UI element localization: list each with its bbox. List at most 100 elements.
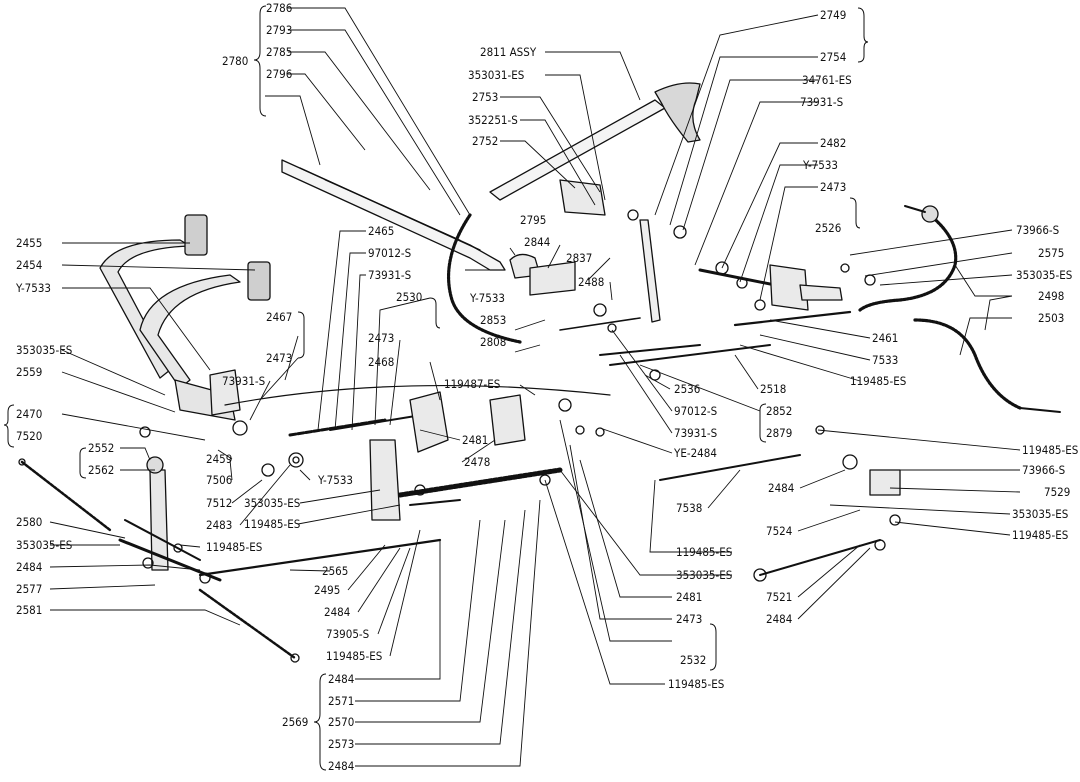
- label-2780: 2780: [222, 54, 248, 68]
- label-2467: 2467: [266, 310, 292, 324]
- label-2795: 2795: [520, 213, 546, 227]
- pedal-assembly: [99, 214, 271, 421]
- label-353035-es-center: 353035-ES: [244, 496, 300, 510]
- label-7538: 7538: [676, 501, 702, 515]
- label-2478: 2478: [464, 455, 490, 469]
- label-2796: 2796: [266, 67, 292, 81]
- label-73905-s: 73905-S: [326, 627, 369, 641]
- handbrake-lever: [281, 159, 506, 271]
- label-2552: 2552: [88, 441, 114, 455]
- label-y-7533-left: Y-7533: [15, 281, 51, 295]
- brake-handle: [489, 82, 701, 201]
- label-2503: 2503: [1038, 311, 1064, 325]
- label-2455: 2455: [16, 236, 42, 250]
- label-2577: 2577: [16, 582, 42, 596]
- label-2498: 2498: [1038, 289, 1064, 303]
- label-353031-es: 353031-ES: [468, 68, 524, 82]
- label-2470: 2470: [16, 407, 42, 421]
- label-2573: 2573: [328, 737, 354, 751]
- label-119485-es-lower-left: 119485-ES: [206, 540, 262, 554]
- label-119485-es-center: 119485-ES: [244, 517, 300, 531]
- label-119485-es-e: 119485-ES: [676, 545, 732, 559]
- brake-cable-right: [858, 213, 958, 312]
- brace-2569: [313, 673, 327, 771]
- label-y-7533-lower: Y-7533: [317, 473, 353, 487]
- label-2559: 2559: [16, 365, 42, 379]
- label-7529: 7529: [1044, 485, 1070, 499]
- label-2570: 2570: [328, 715, 354, 729]
- label-2565: 2565: [322, 564, 348, 578]
- label-2530: 2530: [396, 290, 422, 304]
- label-352251-s: 352251-S: [468, 113, 518, 127]
- label-97012-s-a: 97012-S: [368, 246, 411, 260]
- label-34761-es: 34761-ES: [802, 73, 852, 87]
- label-2488: 2488: [578, 275, 604, 289]
- label-2837: 2837: [566, 251, 592, 265]
- braces: [3, 5, 869, 771]
- brackets: [209, 179, 901, 521]
- label-73931-s-right: 73931-S: [674, 426, 717, 440]
- label-7533: 7533: [872, 353, 898, 367]
- label-y-7533-top: Y-7533: [802, 158, 838, 172]
- part-labels: 2786 2793 2785 2780 2796 2811 ASSY 35303…: [15, 1, 1078, 773]
- label-119485-es-b: 119485-ES: [1022, 443, 1078, 457]
- label-2571: 2571: [328, 694, 354, 708]
- label-2459: 2459: [206, 452, 232, 466]
- label-73931-s-mid: 73931-S: [368, 268, 411, 282]
- label-2808: 2808: [480, 335, 506, 349]
- label-73931-s-top: 73931-S: [800, 95, 843, 109]
- label-7521: 7521: [766, 590, 792, 604]
- brake-cable-lower: [913, 318, 1022, 410]
- label-2518: 2518: [760, 382, 786, 396]
- label-2484-bottom-b: 2484: [328, 759, 354, 773]
- label-353035-es-e: 353035-ES: [676, 568, 732, 582]
- label-2580: 2580: [16, 515, 42, 529]
- brace-2473b: [297, 311, 305, 359]
- brace-2780: [253, 5, 267, 117]
- label-2793: 2793: [266, 23, 292, 37]
- label-2752: 2752: [472, 134, 498, 148]
- label-353035-es-lower-left: 353035-ES: [16, 538, 72, 552]
- label-2481-lower: 2481: [676, 590, 702, 604]
- label-7524: 7524: [766, 524, 792, 538]
- brake-cable-left: [446, 213, 522, 344]
- label-2484-bottom-a: 2484: [328, 672, 354, 686]
- label-2575: 2575: [1038, 246, 1064, 260]
- brace-2470: [3, 404, 15, 448]
- label-7506: 7506: [206, 473, 232, 487]
- label-353035-es-right: 353035-ES: [1016, 268, 1072, 282]
- lower-left-linkage: [20, 456, 442, 660]
- label-2484-center: 2484: [324, 605, 350, 619]
- label-353035-es-lower-right: 353035-ES: [1012, 507, 1068, 521]
- label-y-7533-center: Y-7533: [469, 291, 505, 305]
- label-2461: 2461: [872, 331, 898, 345]
- label-2495: 2495: [314, 583, 340, 597]
- label-2852: 2852: [766, 404, 792, 418]
- label-97012-s-b: 97012-S: [674, 404, 717, 418]
- label-2754: 2754: [820, 50, 846, 64]
- label-119485-es-a: 119485-ES: [850, 374, 906, 388]
- leader-lines: [49, 7, 1021, 767]
- label-2879: 2879: [766, 426, 792, 440]
- label-119487-es: 119487-ES: [444, 377, 500, 391]
- relay-lever: [639, 219, 661, 323]
- brace-2552: [79, 447, 87, 479]
- label-2562: 2562: [88, 463, 114, 477]
- label-2473-center: 2473: [368, 331, 394, 345]
- label-2581: 2581: [16, 603, 42, 617]
- cross-shaft: [224, 384, 611, 406]
- label-119485-es-c: 119485-ES: [1012, 528, 1068, 542]
- label-73966-s-right: 73966-S: [1016, 223, 1059, 237]
- label-2853: 2853: [480, 313, 506, 327]
- label-2482: 2482: [820, 136, 846, 150]
- label-2484-left: 2484: [16, 560, 42, 574]
- label-2526: 2526: [815, 221, 841, 235]
- brace-2852: [759, 403, 767, 443]
- label-2481-center: 2481: [462, 433, 488, 447]
- label-2484-lower-right: 2484: [766, 612, 792, 626]
- parts-artwork: [18, 82, 1061, 663]
- brace-2532: [709, 623, 717, 671]
- label-2484-right: 2484: [768, 481, 794, 495]
- label-2786: 2786: [266, 1, 292, 15]
